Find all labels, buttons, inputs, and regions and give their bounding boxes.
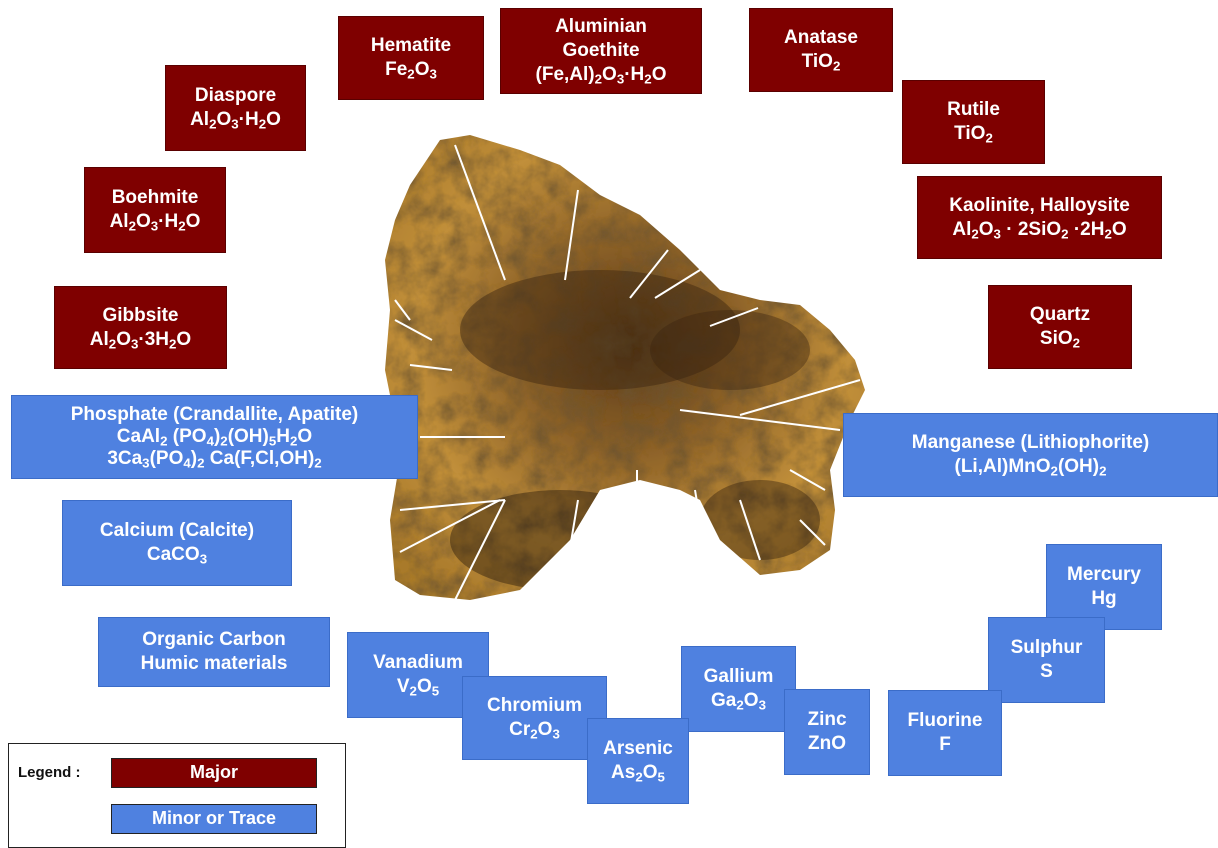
- legend-minor-swatch: Minor or Trace: [111, 804, 317, 834]
- mineral-formula: CaCO3: [147, 543, 207, 567]
- mineral-name: Gallium: [704, 665, 774, 689]
- mineral-formula: TiO2: [954, 122, 993, 146]
- mineral-name: Calcium (Calcite): [100, 519, 254, 543]
- mineral-name: Boehmite: [112, 186, 199, 210]
- major-box-anatase: Anatase TiO2: [749, 8, 893, 92]
- minor-box-arsenic: Arsenic As2O5: [587, 718, 689, 804]
- mineral-name: Diaspore: [195, 84, 276, 108]
- mineral-formula: S: [1040, 660, 1053, 684]
- major-box-diaspore: Diaspore Al2O3·H2O: [165, 65, 306, 151]
- mineral-formula: SiO2: [1040, 327, 1080, 351]
- legend: Legend : Major Minor or Trace: [8, 743, 346, 848]
- major-box-gibbsite: Gibbsite Al2O3·3H2O: [54, 286, 227, 369]
- major-box-hematite: Hematite Fe2O3: [338, 16, 484, 100]
- legend-label: Legend :: [18, 764, 81, 781]
- mineral-name: Quartz: [1030, 303, 1090, 327]
- mineral-formula: Hg: [1091, 587, 1116, 611]
- major-box-boehmite: Boehmite Al2O3·H2O: [84, 167, 226, 253]
- mineral-name: Phosphate (Crandallite, Apatite): [71, 404, 359, 426]
- mineral-name: Hematite: [371, 34, 451, 58]
- major-box-kaolinite-halloysite: Kaolinite, Halloysite Al2O3 · 2SiO2 ·2H2…: [917, 176, 1162, 259]
- mineral-formula: (Li,Al)MnO2(OH)2: [955, 455, 1107, 479]
- mineral-formula: As2O5: [611, 761, 665, 785]
- mineral-formula: ZnO: [808, 732, 846, 756]
- minor-box-sulphur: Sulphur S: [988, 617, 1105, 703]
- minor-box-zinc: Zinc ZnO: [784, 689, 870, 775]
- major-box-aluminian-goethite: Aluminian Goethite (Fe,Al)2O3·H2O: [500, 8, 702, 94]
- mineral-name: Aluminian Goethite: [536, 15, 666, 63]
- minor-box-manganese: Manganese (Lithiophorite) (Li,Al)MnO2(OH…: [843, 413, 1218, 497]
- mineral-formula: Cr2O3: [509, 718, 560, 742]
- mineral-formula: Al2O3 · 2SiO2 ·2H2O: [952, 218, 1126, 242]
- mineral-name: Zinc: [807, 708, 846, 732]
- mineral-name: Organic Carbon: [142, 628, 286, 652]
- mineral-formula: Al2O3·3H2O: [90, 328, 191, 352]
- minor-box-calcium: Calcium (Calcite) CaCO3: [62, 500, 292, 586]
- mineral-name: Sulphur: [1011, 636, 1083, 660]
- mineral-formula-2: 3Ca3(PO4)2 Ca(F,Cl,OH)2: [107, 448, 321, 470]
- mineral-name: Mercury: [1067, 563, 1141, 587]
- minor-box-fluorine: Fluorine F: [888, 690, 1002, 776]
- mineral-formula: Fe2O3: [385, 58, 437, 82]
- mineral-name: Kaolinite, Halloysite: [949, 194, 1130, 218]
- mineral-name: Manganese (Lithiophorite): [912, 431, 1150, 455]
- mineral-formula: TiO2: [802, 50, 841, 74]
- mineral-formula: Humic materials: [141, 652, 288, 676]
- mineral-name: Anatase: [784, 26, 858, 50]
- mineral-name: Gibbsite: [102, 304, 178, 328]
- mineral-formula: Al2O3·H2O: [190, 108, 281, 132]
- mineral-formula: (Fe,Al)2O3·H2O: [536, 63, 667, 87]
- mineral-name: Fluorine: [908, 709, 983, 733]
- mineral-formula: V2O5: [397, 675, 439, 699]
- major-box-quartz: Quartz SiO2: [988, 285, 1132, 369]
- mineral-formula: Ga2O3: [711, 689, 766, 713]
- mineral-formula: CaAl2 (PO4)2(OH)5H2O: [117, 426, 312, 448]
- mineral-name: Chromium: [487, 694, 582, 718]
- mineral-name: Vanadium: [373, 651, 463, 675]
- mineral-formula: Al2O3·H2O: [110, 210, 201, 234]
- minor-box-chromium: Chromium Cr2O3: [462, 676, 607, 760]
- major-box-rutile: Rutile TiO2: [902, 80, 1045, 164]
- minor-box-organic-carbon: Organic Carbon Humic materials: [98, 617, 330, 687]
- mineral-name: Arsenic: [603, 737, 673, 761]
- mineral-formula: F: [939, 733, 951, 757]
- mineral-name: Rutile: [947, 98, 1000, 122]
- minor-box-phosphate: Phosphate (Crandallite, Apatite) CaAl2 (…: [11, 395, 418, 479]
- minor-box-gallium: Gallium Ga2O3: [681, 646, 796, 732]
- legend-major-swatch: Major: [111, 758, 317, 788]
